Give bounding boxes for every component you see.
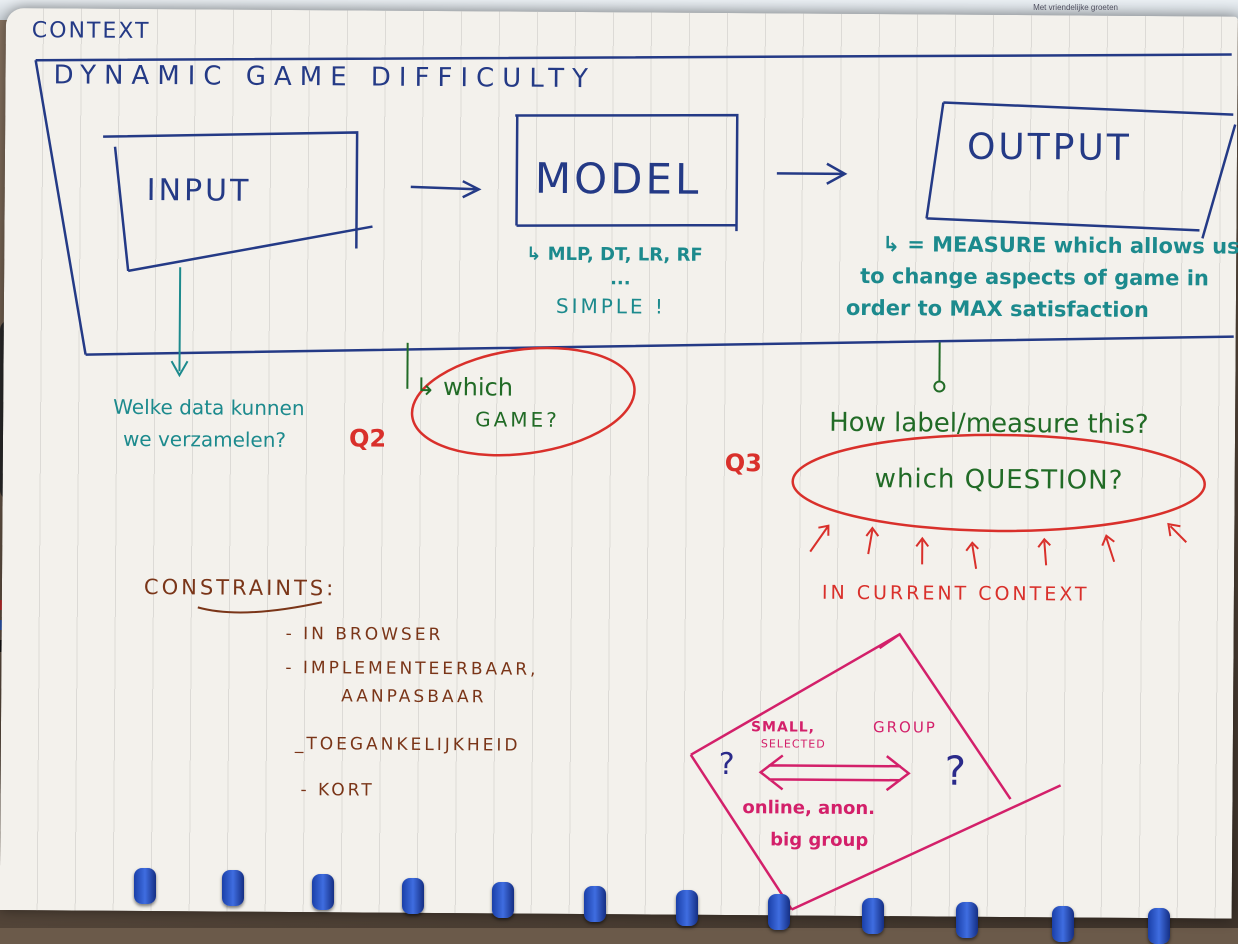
input-question-line2: we verzamelen?	[122, 426, 287, 452]
model-box-label: MODEL	[534, 153, 702, 204]
binder-ring	[584, 886, 606, 922]
output-notes-line2: to change aspects of game in	[860, 263, 1210, 291]
binder-ring	[222, 870, 244, 906]
ink-drawing	[34, 53, 1237, 911]
q3-oval-text: which QUESTION?	[874, 464, 1124, 496]
constraint-item: AANPASBAAR	[341, 686, 487, 708]
binder-ring	[134, 868, 156, 904]
context-arrows	[809, 522, 1188, 569]
binder-ring	[768, 894, 790, 930]
binder-ring	[1052, 906, 1074, 942]
input-question-line1: Welke data kunnen	[113, 394, 305, 421]
model-notes-line2: ...	[610, 268, 631, 290]
input-box-label: INPUT	[146, 172, 252, 209]
model-notes-line1: ↳ MLP, DT, LR, RF	[526, 243, 703, 266]
binder-ring	[676, 890, 698, 926]
q3-marker: Q3	[724, 449, 763, 478]
binder-ring	[956, 902, 978, 938]
group-top-line2: SELECTED	[760, 737, 826, 751]
q2-line1: ↳ which	[415, 372, 514, 402]
binder-ring	[402, 878, 424, 914]
page-title: DYNAMIC GAME DIFFICULTY	[53, 60, 597, 95]
question-mark-right: ?	[944, 748, 967, 795]
q2-line2: GAME?	[475, 407, 560, 432]
group-bottom-line2: big group	[770, 829, 869, 852]
group-bottom-line1: online, anon.	[742, 797, 876, 820]
monitor-text: Met vriendelijke groeten	[1033, 3, 1118, 12]
constraint-item: _TOEGANKELIJKHEID	[294, 734, 521, 756]
q2-marker: Q2	[348, 424, 387, 453]
output-box-label: OUTPUT	[966, 126, 1132, 169]
constraint-item: - IN BROWSER	[285, 623, 444, 646]
question-mark-left: ?	[718, 746, 735, 783]
constraint-item: - IMPLEMENTEERBAAR,	[285, 657, 539, 680]
q3-context-note: IN CURRENT CONTEXT	[821, 581, 1090, 606]
model-notes-line3: SIMPLE !	[555, 293, 667, 319]
q3-heading: How label/measure this?	[829, 407, 1149, 440]
output-notes-line3: order to MAX satisfaction	[845, 295, 1149, 322]
constraint-item: - KORT	[300, 780, 375, 801]
constraints-heading: CONSTRAINTS:	[143, 574, 337, 601]
group-top-line3: GROUP	[872, 718, 937, 737]
output-notes-line1: ↳ = MEASURE which allows us	[882, 232, 1238, 259]
notebook-page: CONTEXT DYNAMIC GAME DIFFICULTY INPUT MO…	[0, 8, 1238, 919]
binder-ring	[492, 882, 514, 918]
binder-ring	[1148, 908, 1170, 944]
binder-ring	[312, 874, 334, 910]
binder-ring	[862, 898, 884, 934]
group-top-line1: SMALL,	[750, 719, 816, 736]
context-label: CONTEXT	[31, 18, 151, 45]
